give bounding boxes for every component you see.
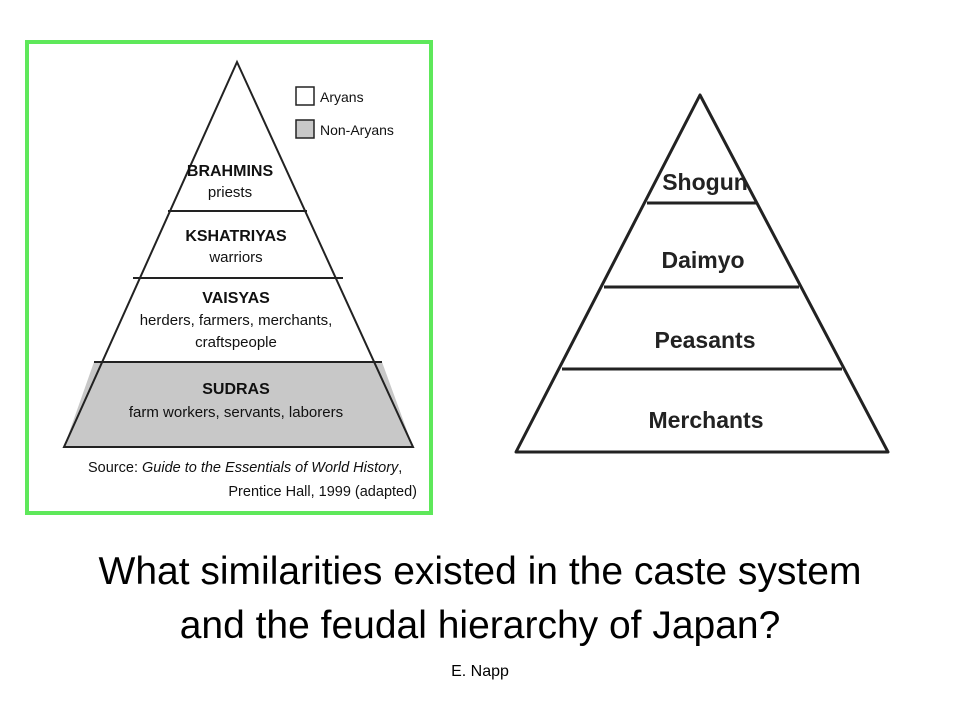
question-line1: What similarities existed in the caste s… xyxy=(98,550,862,593)
vaisyas-role-line2: craftspeople xyxy=(195,334,277,351)
source-line2: Prentice Hall, 1999 (adapted) xyxy=(228,484,417,500)
source-line1: Source: Guide to the Essentials of World… xyxy=(88,460,402,476)
question-line2: and the feudal hierarchy of Japan? xyxy=(179,604,781,647)
merchants-label: Merchants xyxy=(648,407,763,433)
sudras-band xyxy=(64,362,413,447)
shogun-label: Shogun xyxy=(662,169,748,195)
vaisyas-role-line1: herders, farmers, merchants, xyxy=(140,312,333,329)
feudal-pyramid-outline xyxy=(514,93,890,454)
brahmins-label: BRAHMINS xyxy=(187,163,274,180)
daimyo-label: Daimyo xyxy=(661,247,744,273)
vaisyas-label: VAISYAS xyxy=(202,290,270,307)
legend-swatch-aryans xyxy=(295,86,315,106)
sudras-label: SUDRAS xyxy=(202,381,270,398)
caste-pyramid-outline xyxy=(62,59,415,448)
kshatriyas-label: KSHATRIYAS xyxy=(185,228,287,245)
legend-swatch-non-aryans xyxy=(295,119,315,139)
author-credit: E. Napp xyxy=(451,663,509,680)
brahmins-role: priests xyxy=(208,184,252,201)
sudras-role: farm workers, servants, laborers xyxy=(129,404,343,421)
kshatriyas-role: warriors xyxy=(208,249,262,266)
peasants-label: Peasants xyxy=(654,327,755,353)
legend-label-non-aryans: Non-Aryans xyxy=(320,122,394,138)
question-text: What similarities existed in the caste s… xyxy=(0,545,960,653)
legend-label-aryans: Aryans xyxy=(320,89,364,105)
caste-diagram-frame xyxy=(25,40,433,515)
